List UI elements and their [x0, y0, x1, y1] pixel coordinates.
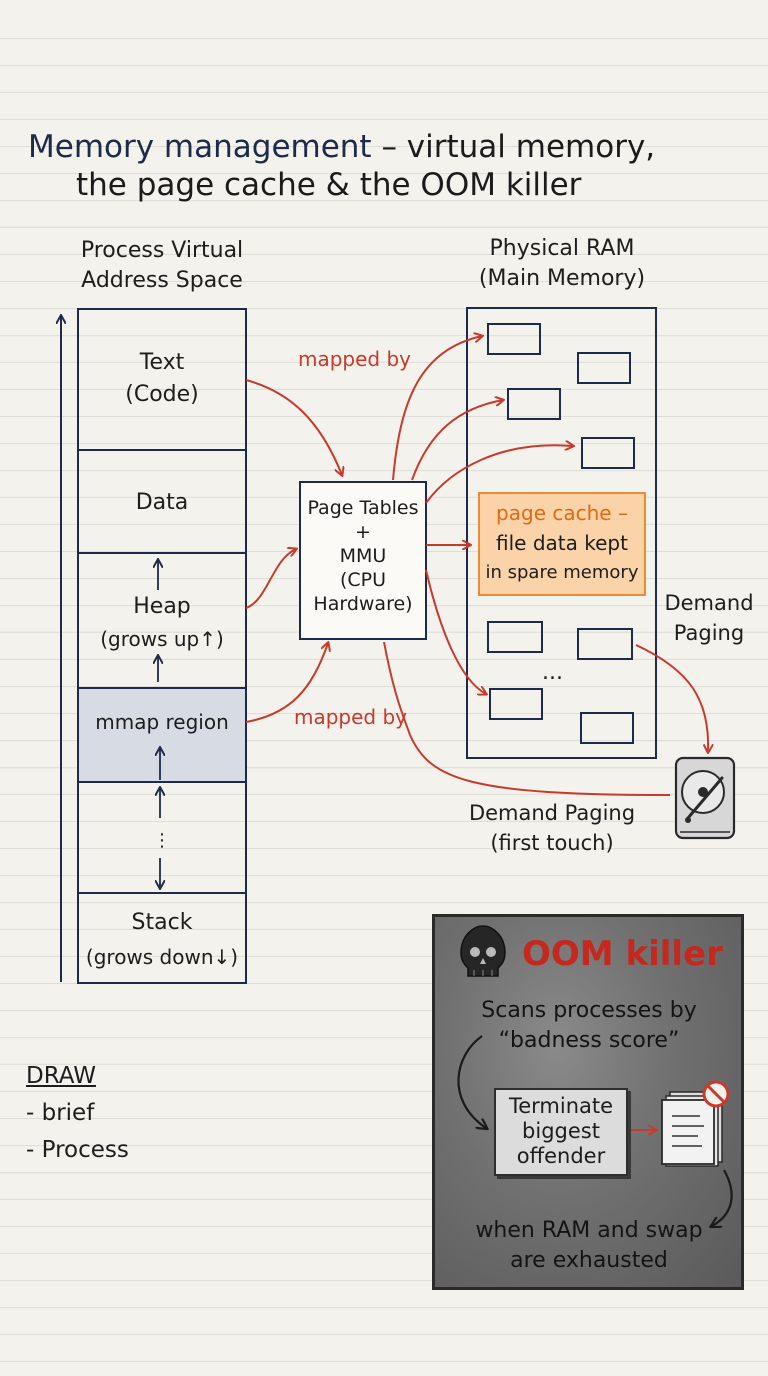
oom-when-text: when RAM and swap are exhausted: [475, 1218, 703, 1273]
draw-notes: DRAW - brief - Process: [26, 1058, 129, 1169]
page-cache-box: page cache – file data kept in spare mem…: [478, 492, 646, 596]
segment-mmap: mmap region: [95, 710, 229, 734]
segment-text: Text: [139, 350, 185, 375]
address-space-header: Process Virtual Address Space: [80, 238, 244, 293]
page-title: Memory management – virtual memory, the …: [28, 128, 655, 204]
ram-ellipsis: ...: [542, 660, 563, 685]
address-space-column: [77, 308, 247, 984]
ram-page-frame: [507, 388, 561, 420]
mapped-by-bottom-label: mapped by: [294, 705, 408, 729]
skull-icon: [460, 925, 506, 977]
segment-gap: ⋮: [153, 830, 171, 851]
segment-heap-sub: (grows up↑): [100, 627, 224, 651]
terminate-box: Terminate biggest offender: [494, 1088, 628, 1176]
title-line2: the page cache & the OOM killer: [76, 167, 582, 203]
ram-page-frame: [487, 621, 543, 653]
ram-page-frame: [577, 628, 633, 660]
demand-paging-right-label: Demand Paging: [664, 591, 754, 645]
ram-column: [466, 307, 657, 759]
ram-page-frame: [489, 688, 543, 720]
document-icon: [661, 1091, 723, 1167]
segment-stack-sub: (grows down↓): [85, 945, 239, 969]
mmu-box: [299, 481, 427, 640]
ram-header: Physical RAM (Main Memory): [478, 236, 646, 291]
ram-page-frame: [577, 352, 631, 384]
segment-text-sub: (Code): [125, 382, 199, 407]
draw-item-brief: - brief: [26, 1100, 95, 1126]
no-entry-icon: [702, 1080, 730, 1108]
mapped-by-top-label: mapped by: [298, 347, 412, 371]
oom-scan-text: Scans processes by “badness score”: [481, 998, 697, 1053]
ram-page-frame: [487, 323, 541, 355]
mmap-fill: [78, 688, 246, 782]
page-cache-line3: in spare memory: [485, 562, 639, 583]
ram-page-frame: [581, 437, 635, 469]
title-part1: Memory management: [28, 129, 372, 165]
title-part2: – virtual memory,: [371, 129, 656, 165]
draw-item-process: - Process: [26, 1137, 129, 1163]
page-cache-title: page cache –: [496, 501, 628, 525]
segment-heap: Heap: [133, 594, 191, 619]
oom-title: OOM killer: [522, 934, 723, 974]
ram-page-frame: [580, 712, 634, 744]
draw-heading: DRAW: [26, 1063, 96, 1089]
segment-data: Data: [135, 490, 189, 515]
page-cache-line2: file data kept: [496, 531, 628, 555]
hard-disk-icon: [674, 756, 736, 840]
mmu-label: Page Tables + MMU (CPU Hardware): [307, 497, 419, 615]
segment-stack: Stack: [131, 910, 193, 935]
demand-paging-bottom-label: Demand Paging (first touch): [468, 801, 636, 855]
